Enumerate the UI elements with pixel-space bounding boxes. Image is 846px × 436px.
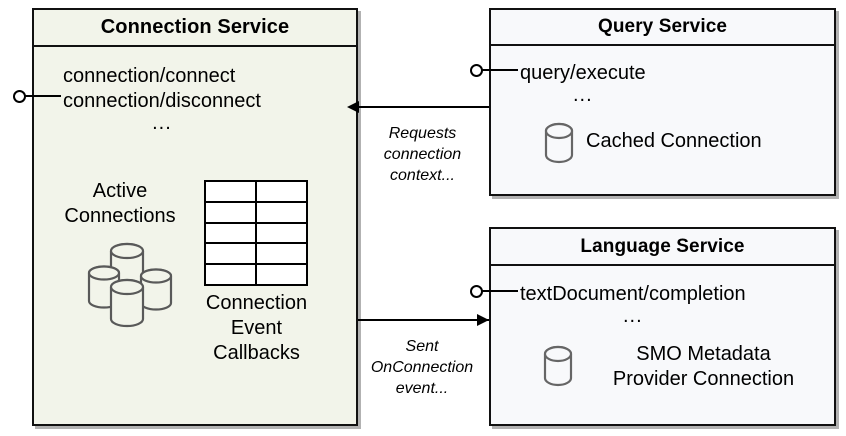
interface-ball-icon bbox=[13, 89, 26, 103]
table-cell bbox=[206, 202, 257, 222]
table-cell bbox=[257, 182, 306, 201]
query-service-interface-socket[interactable] bbox=[470, 62, 518, 78]
table-row bbox=[206, 202, 306, 224]
interface-stem bbox=[476, 290, 518, 292]
arrow-right-icon bbox=[477, 314, 489, 326]
connection-service-api-list: connection/connect connection/disconnect… bbox=[63, 64, 261, 134]
connection-service-ellipsis: ... bbox=[152, 112, 172, 134]
table-cell bbox=[206, 223, 257, 243]
component-language-service[interactable]: Language Service textDocument/completion… bbox=[489, 227, 836, 426]
query-service-body: query/execute ... Cached Connection bbox=[491, 46, 834, 194]
language-service-api-list: textDocument/completion ... bbox=[520, 282, 746, 327]
connection-service-body: connection/connect connection/disconnect… bbox=[34, 47, 356, 424]
language-service-body: textDocument/completion ... SMO Metadata… bbox=[491, 266, 834, 424]
language-service-interface-socket[interactable] bbox=[470, 283, 518, 299]
interface-ball-icon bbox=[470, 63, 483, 77]
query-service-api-list: query/execute ... bbox=[520, 61, 646, 106]
component-query-service[interactable]: Query Service query/execute ... Cached C… bbox=[489, 8, 836, 196]
table-cell bbox=[206, 265, 257, 284]
component-connection-service[interactable]: Connection Service connection/connect co… bbox=[32, 8, 358, 426]
cached-connection-label: Cached Connection bbox=[586, 130, 762, 152]
language-service-title: Language Service bbox=[491, 229, 834, 266]
interface-ball-icon bbox=[470, 284, 483, 298]
table-row bbox=[206, 182, 306, 203]
interface-stem bbox=[19, 95, 61, 97]
table-row bbox=[206, 244, 306, 266]
edge-label-requests-connection-context: Requests connection context... bbox=[383, 125, 462, 184]
query-service-title: Query Service bbox=[491, 10, 834, 46]
active-connections-label: Active Connections bbox=[64, 180, 176, 227]
table-row bbox=[206, 265, 306, 284]
api-query-execute: query/execute bbox=[520, 62, 646, 84]
table-cell bbox=[257, 224, 306, 243]
api-connection-connect: connection/connect bbox=[63, 65, 236, 87]
table-cell bbox=[257, 203, 306, 222]
table-row bbox=[206, 223, 306, 245]
table-cell bbox=[206, 244, 257, 264]
database-cylinder-icon bbox=[544, 122, 574, 164]
table-cell bbox=[206, 182, 257, 201]
edge-connection-to-language-line bbox=[358, 319, 489, 321]
connection-service-title: Connection Service bbox=[34, 10, 356, 47]
edge-label-sent-onconnection-event: Sent OnConnection event... bbox=[370, 338, 474, 397]
connection-event-callbacks-label: Connection Event Callbacks bbox=[205, 292, 308, 364]
edge-query-to-connection-line bbox=[358, 106, 489, 108]
table-icon bbox=[204, 180, 308, 286]
smo-metadata-provider-connection-label: SMO Metadata Provider Connection bbox=[612, 343, 795, 390]
query-service-ellipsis: ... bbox=[572, 84, 593, 106]
connection-service-interface-socket[interactable] bbox=[13, 88, 61, 104]
api-connection-disconnect: connection/disconnect bbox=[63, 90, 261, 112]
database-cylinder-icon bbox=[543, 345, 573, 387]
table-cell bbox=[257, 244, 306, 263]
language-service-ellipsis: ... bbox=[623, 305, 643, 327]
table-cell bbox=[257, 265, 306, 284]
arrow-left-icon bbox=[347, 101, 359, 113]
interface-stem bbox=[476, 69, 518, 71]
database-cluster-icon bbox=[85, 235, 177, 328]
api-textdocument-completion: textDocument/completion bbox=[520, 283, 746, 305]
